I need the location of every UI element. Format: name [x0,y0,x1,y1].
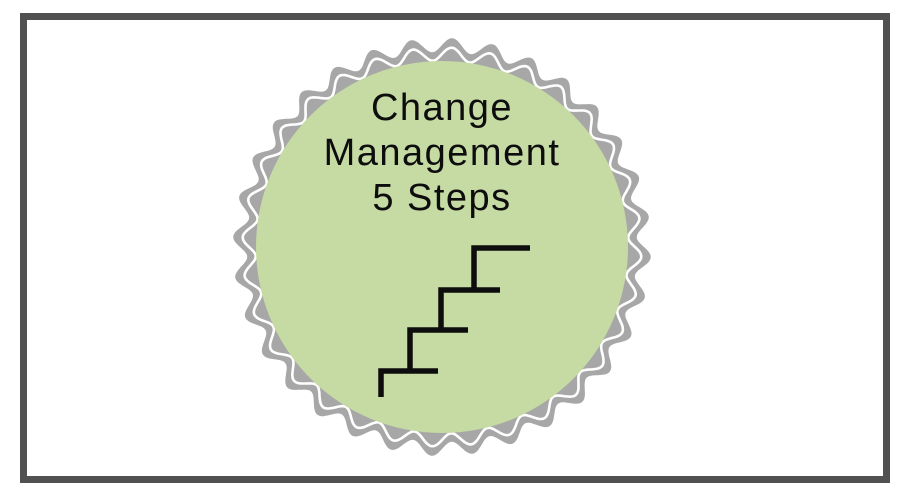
title-line-3: 5 Steps [372,177,512,219]
staircase-icon [378,245,530,397]
badge-wave-line [241,46,643,448]
staircase-step [438,287,500,330]
frame-border [20,13,890,483]
staircase-step [407,327,468,371]
staircase-step [471,245,530,290]
title-line-2: Management [323,132,561,174]
badge-title: Change Management 5 Steps [222,86,662,221]
staircase-step [378,368,438,397]
change-management-badge [233,38,651,456]
badge-circle [256,61,628,433]
title-line-1: Change [370,87,514,129]
